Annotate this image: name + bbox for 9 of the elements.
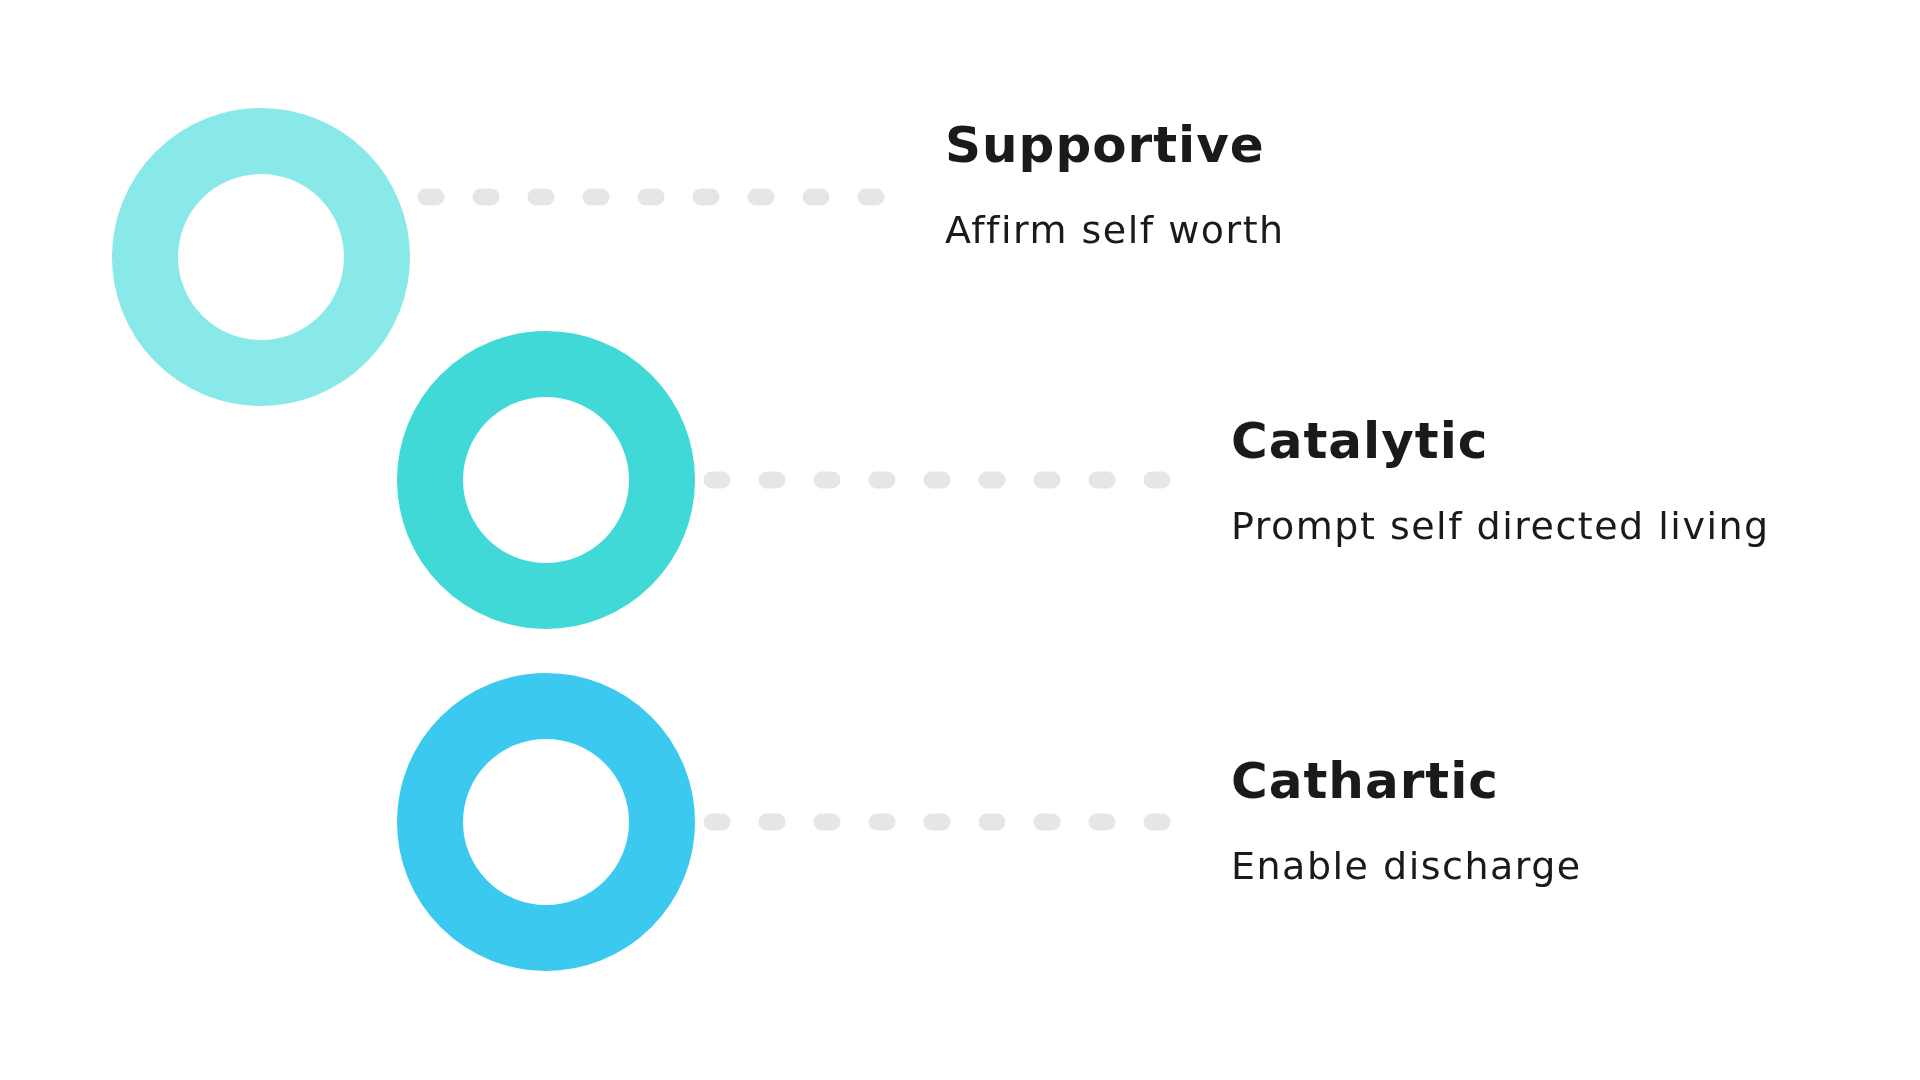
heading: Catalytic: [1231, 411, 1490, 471]
ring: [112, 108, 410, 406]
ring: [397, 673, 695, 971]
description: Prompt self directed living: [1231, 503, 1770, 550]
heading: Cathartic: [1231, 751, 1500, 811]
description: Enable discharge: [1231, 843, 1582, 890]
heading: Supportive: [945, 115, 1266, 175]
ring: [397, 331, 695, 629]
description: Affirm self worth: [945, 207, 1285, 254]
